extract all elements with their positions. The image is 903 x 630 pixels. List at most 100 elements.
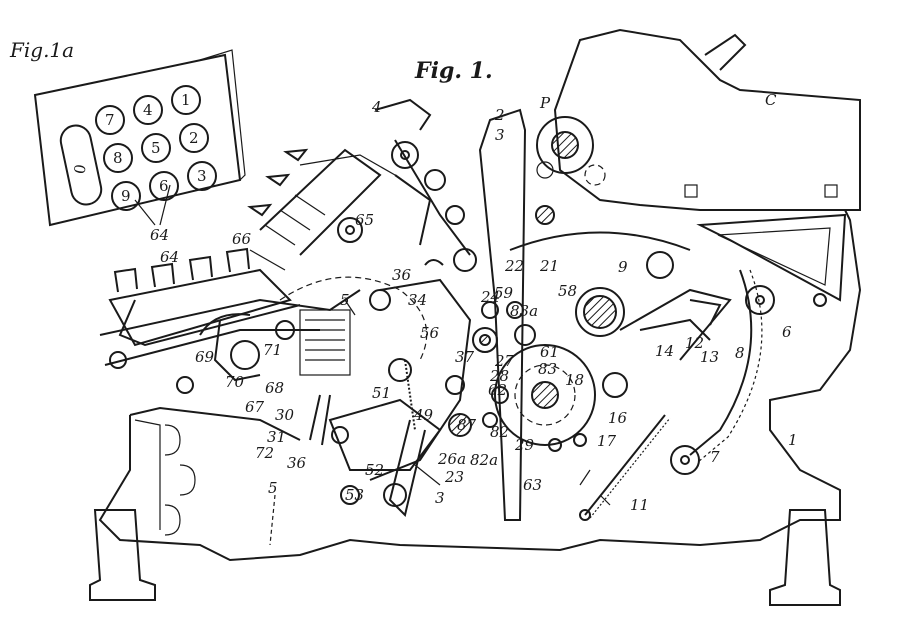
reference-numeral: 1 — [788, 431, 798, 449]
reference-numeral: 14 — [655, 342, 674, 360]
reference-numeral: 9 — [618, 258, 628, 276]
roller-pin-dashed — [584, 164, 606, 186]
reference-numeral: 11 — [630, 496, 649, 514]
gear-6 — [745, 285, 775, 315]
pivot-59 — [472, 327, 498, 353]
main-frame — [89, 209, 862, 606]
upper-key-caps — [247, 148, 309, 217]
roller-pin — [536, 161, 554, 179]
reference-numeral: 64 — [160, 248, 179, 266]
keypad-key-label: 6 — [159, 177, 169, 195]
arm-link-pivot — [424, 169, 446, 191]
carriage-slot-2 — [824, 184, 838, 198]
central-dashed-arc — [279, 276, 428, 361]
frame-hook-3 — [164, 504, 181, 536]
pivot-53 — [383, 483, 407, 507]
central-mechanism — [118, 259, 524, 517]
reference-numeral: 36 — [287, 454, 307, 472]
pivot-65-center — [345, 225, 355, 235]
fig1a-title: Fig.1a — [9, 38, 74, 62]
carriage-housing — [553, 28, 861, 211]
keypad-plate-edge — [199, 49, 246, 181]
reference-numeral: 52 — [365, 461, 384, 479]
carriage-slot-1 — [684, 184, 698, 198]
hook-36 — [424, 259, 444, 266]
pivot-83a — [506, 301, 524, 319]
reference-numeral: 21 — [539, 257, 559, 275]
keypad-key-label: 2 — [189, 129, 199, 147]
keypad-key-6 — [149, 171, 179, 201]
leader-66 — [249, 249, 286, 271]
key-frame-upper — [259, 148, 382, 256]
wheel-pin-1 — [548, 438, 562, 452]
reference-numeral: 49 — [413, 406, 434, 424]
arm-link-pivot-2 — [445, 205, 465, 225]
bar-3 — [478, 108, 527, 521]
leader-23 — [414, 464, 441, 486]
reference-numeral: 61 — [540, 343, 559, 361]
reference-numeral: 27 — [494, 352, 515, 370]
reference-numeral: 29 — [514, 436, 535, 454]
shaft-and-sector — [509, 213, 847, 475]
reference-numeral: 2 — [494, 106, 505, 124]
pivot-53-left — [340, 485, 360, 505]
wheel-63-inner — [514, 364, 576, 426]
wheel-pin-2 — [573, 433, 587, 447]
bracket-67 — [213, 319, 261, 382]
carriage-body — [553, 28, 861, 211]
key-lever-main — [99, 289, 361, 336]
keypad-key-5 — [141, 133, 171, 163]
reference-numeral: 6 — [782, 323, 792, 341]
keypad-key-label: 3 — [197, 167, 207, 185]
pin-61 — [514, 324, 536, 346]
reference-numeral: 51 — [372, 384, 391, 402]
arm-assembly — [374, 98, 527, 521]
gear-7 — [670, 445, 700, 475]
key-pivot-1 — [109, 351, 127, 369]
keypad-key-label: 1 — [181, 91, 191, 109]
arm-4-pivot — [391, 141, 419, 169]
key-frame-rail — [299, 154, 396, 176]
reference-numeral: 16 — [608, 409, 628, 427]
reference-numeral: 67 — [245, 398, 265, 416]
carriage-handle — [704, 33, 747, 71]
reference-numeral: 66 — [232, 230, 252, 248]
reference-numeral: 72 — [255, 444, 274, 462]
right-foot — [769, 509, 841, 606]
reference-numeral: 87 — [457, 416, 477, 434]
shaft-18 — [531, 381, 559, 409]
pivot-central — [388, 358, 412, 382]
leader-5-bottom — [269, 494, 276, 546]
frame-outline — [98, 209, 862, 562]
pivot-65 — [337, 217, 363, 243]
pivot-24 — [481, 301, 499, 319]
keypad-key-4 — [133, 95, 163, 125]
keypad-zero-label: 0 — [70, 163, 89, 176]
reference-numeral: 71 — [263, 341, 282, 359]
pivot-30 — [331, 426, 349, 444]
roller-axle — [551, 131, 579, 159]
sector-8-teeth — [697, 269, 763, 463]
key-frame-bars — [264, 194, 326, 246]
pivot-59-center — [479, 334, 491, 346]
frame-hook-1 — [164, 424, 181, 456]
leader-64b — [159, 184, 171, 226]
reference-numeral: 4 — [371, 98, 382, 116]
reference-numeral: C — [765, 91, 777, 109]
shaft-arc — [509, 231, 691, 251]
pin-hatched-top — [535, 205, 555, 225]
reference-numeral: 7 — [710, 448, 720, 466]
reference-numeral: 56 — [420, 324, 440, 342]
reference-numeral: 17 — [597, 432, 617, 450]
arm-4-tip — [374, 98, 432, 131]
reference-numeral: 22 — [504, 257, 524, 275]
arm-4-pivot-center — [400, 150, 410, 160]
reference-numeral: 70 — [225, 373, 245, 391]
keypad-key-3 — [187, 161, 217, 191]
pivot-37 — [445, 375, 465, 395]
reference-numeral: 18 — [565, 371, 584, 389]
frame-hook-2 — [179, 464, 196, 496]
spring-body — [584, 414, 666, 516]
